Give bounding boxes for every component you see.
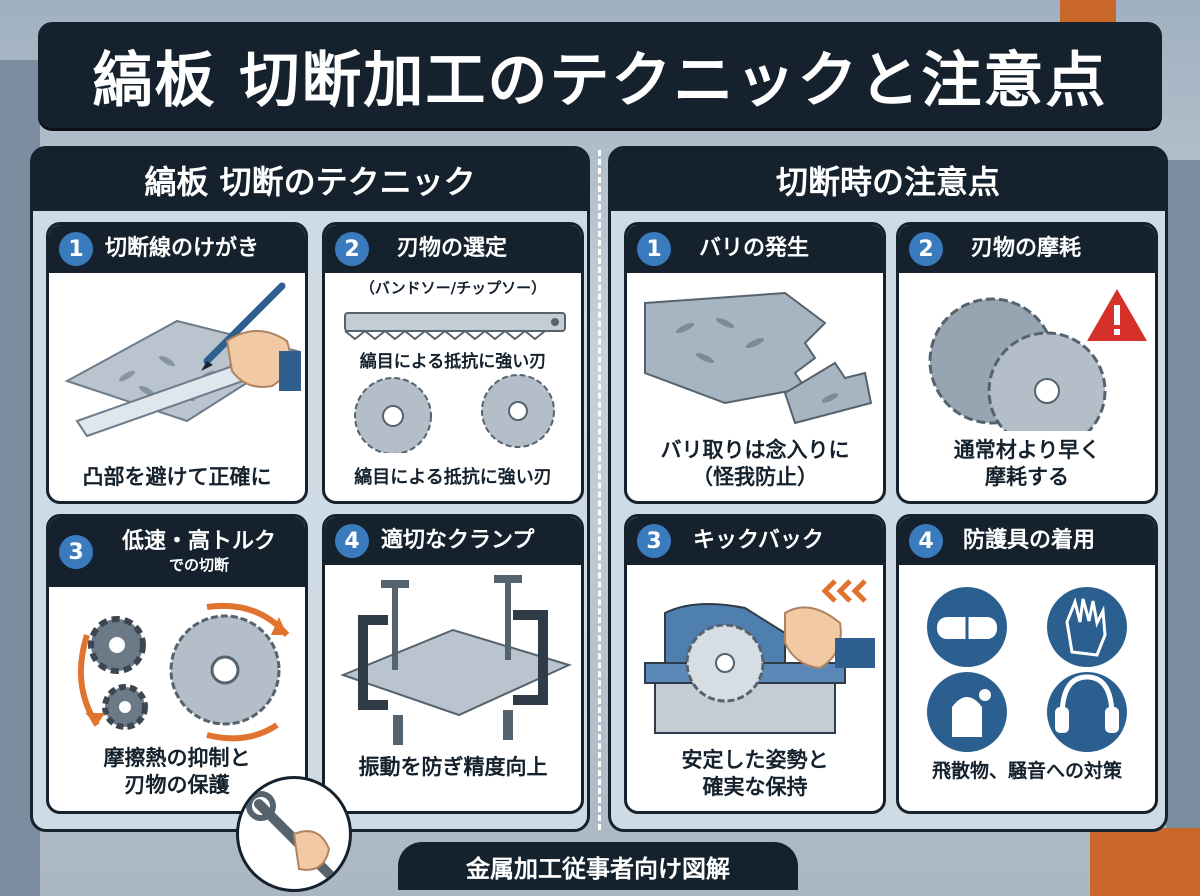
worn-blade-illustration	[907, 281, 1147, 431]
step-number-badge: 3	[637, 524, 671, 558]
technique-card-4: 4 適切なクランプ 振動を防ぎ精度向上	[322, 514, 584, 814]
card-header: 4 防護具の着用	[899, 517, 1155, 565]
step-number-badge: 1	[59, 232, 93, 266]
blade-label: 縞目による抵抗に強い刃	[359, 352, 547, 372]
gears-illustration	[57, 595, 297, 745]
gear-icon	[102, 684, 148, 730]
step-number-badge: 2	[335, 232, 369, 266]
caption-line-1: バリ取りは念入りに	[660, 438, 850, 462]
wrench-icon	[246, 791, 334, 879]
caption-line-2: （怪我防止）	[692, 465, 818, 489]
card-header: 2 刃物の選定	[325, 225, 581, 273]
caution-panel-title: 切断時の注意点	[775, 163, 1000, 201]
caption-line-1: 安定した姿勢と	[681, 748, 829, 772]
marking-illustration	[57, 281, 301, 451]
caution-card-1: 1 バリの発生 バリ取りは念入りに （怪我防止）	[624, 222, 886, 504]
card-caption: 飛散物、騒音への対策	[931, 760, 1122, 782]
footer-text: 金属加工従事者向け図解	[466, 854, 730, 883]
step-number-badge: 4	[909, 524, 943, 558]
step-number-badge: 1	[637, 232, 671, 266]
card-subtitle: での切断	[168, 555, 229, 574]
table-saw-icon	[635, 573, 875, 753]
card-header: 3 キックバック	[627, 517, 883, 565]
caption-line-2: 刃物の保護	[124, 773, 230, 797]
card-header: 1 切断線のけがき	[49, 225, 305, 273]
card-header: 2 刃物の摩耗	[899, 225, 1155, 273]
title-banner: 縞板 切断加工のテクニックと注意点	[38, 22, 1162, 128]
warning-icon	[1087, 289, 1147, 341]
burr-plate-icon	[635, 283, 875, 433]
caption-line-1: 通常材より早く	[953, 438, 1101, 462]
card-title: 低速・高トルク	[121, 528, 276, 554]
background-orange-column-lower	[1090, 828, 1200, 896]
gloves-icon	[1047, 587, 1127, 667]
caution-card-2: 2 刃物の摩耗 通常材より早く 摩耗する	[896, 222, 1158, 504]
earmuff-icon	[1047, 672, 1127, 752]
card-title: 防護具の着用	[963, 528, 1096, 553]
card-header: 1 バリの発生	[627, 225, 883, 273]
card-title: 切断線のけがき	[105, 236, 260, 261]
card-title: 刃物の摩耗	[971, 236, 1082, 261]
technique-panel-title: 縞板 切断のテクニック	[144, 163, 476, 201]
caution-card-3: 3 キックバック 安定した姿勢と 確実な保持	[624, 514, 886, 814]
caption-line-2: 確実な保持	[702, 775, 808, 799]
pencil-icon	[201, 282, 286, 371]
caution-card-4: 4 防護具の着用 飛散	[896, 514, 1158, 814]
card-subtitle: （バンドソー/チップソー）	[359, 279, 547, 297]
card-caption: 摩擦熱の抑制と 刃物の保護	[55, 745, 299, 799]
card-title: 刃物の選定	[397, 236, 508, 261]
step-number-badge: 3	[59, 535, 93, 569]
background-beam-right	[1166, 160, 1200, 896]
card-title: 適切なクランプ	[381, 528, 535, 553]
technique-card-1: 1 切断線のけがき 凸部を	[46, 222, 308, 504]
footer-banner: 金属加工従事者向け図解	[398, 842, 798, 890]
card-caption: 凸部を避けて正確に	[82, 465, 272, 489]
protective-gear-icons	[907, 577, 1147, 757]
circular-saw-blade-icon	[333, 371, 573, 453]
circular-saw-blade-icon	[169, 614, 281, 726]
step-number-badge: 4	[335, 524, 369, 558]
page-title: 縞板 切断加工のテクニックと注意点	[92, 45, 1108, 116]
caption-line-2: 摩耗する	[985, 465, 1069, 489]
wrench-badge	[236, 776, 352, 892]
technique-panel-header: 縞板 切断のテクニック	[33, 149, 587, 211]
panel-divider	[598, 150, 601, 830]
card-header: 3 低速・高トルク での切断	[49, 517, 305, 587]
card-header: 4 適切なクランプ	[325, 517, 581, 565]
caption-line-1: 摩擦熱の抑制と	[103, 746, 251, 770]
card-caption: 振動を防ぎ精度向上	[358, 755, 548, 779]
card-caption: バリ取りは念入りに （怪我防止）	[633, 437, 877, 491]
card-title: キックバック	[693, 528, 824, 553]
technique-card-2: 2 刃物の選定 （バンドソー/チップソー） 縞目による抵抗に強い刃 縞目による抵…	[322, 222, 584, 504]
step-number-badge: 2	[909, 232, 943, 266]
band-saw-blade-icon	[333, 303, 573, 343]
card-caption: 安定した姿勢と 確実な保持	[633, 747, 877, 801]
card-caption: 縞目による抵抗に強い刃	[354, 467, 552, 488]
clamp-icon	[333, 575, 573, 755]
card-title: バリの発生	[699, 236, 810, 261]
earplug-icon	[927, 672, 1007, 752]
hand-icon	[225, 330, 301, 391]
card-caption: 通常材より早く 摩耗する	[905, 437, 1149, 491]
caution-panel-header: 切断時の注意点	[611, 149, 1165, 211]
gear-icon	[88, 616, 146, 674]
goggles-icon	[927, 587, 1007, 667]
hand-icon	[784, 606, 875, 670]
technique-card-3: 3 低速・高トルク での切断	[46, 514, 308, 814]
